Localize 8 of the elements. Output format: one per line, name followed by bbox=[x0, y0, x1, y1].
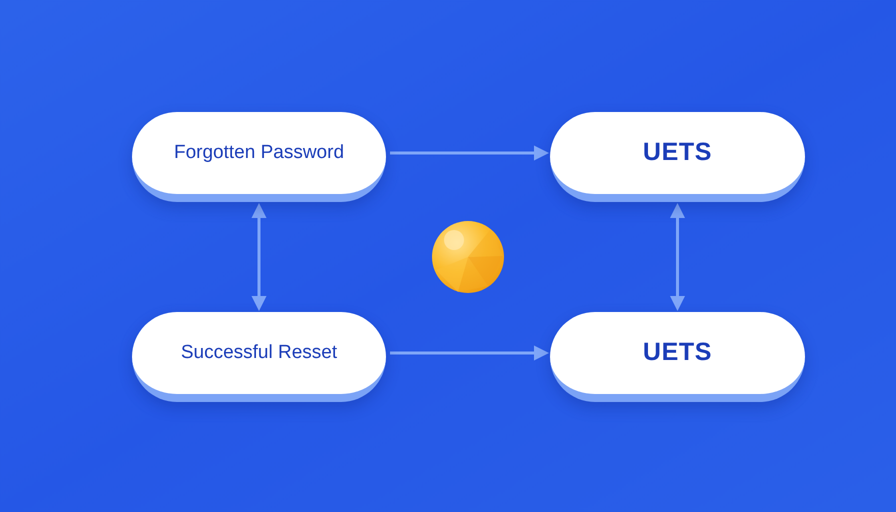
arrow bbox=[252, 203, 266, 311]
arrow bbox=[390, 146, 549, 160]
node-label: Successful Resset bbox=[180, 341, 338, 365]
arrow bbox=[390, 346, 549, 360]
node-label: UETS bbox=[642, 337, 712, 368]
arrow bbox=[670, 203, 685, 311]
node-label: Forgotten Password bbox=[174, 141, 344, 165]
node-label: UETS bbox=[642, 137, 712, 168]
